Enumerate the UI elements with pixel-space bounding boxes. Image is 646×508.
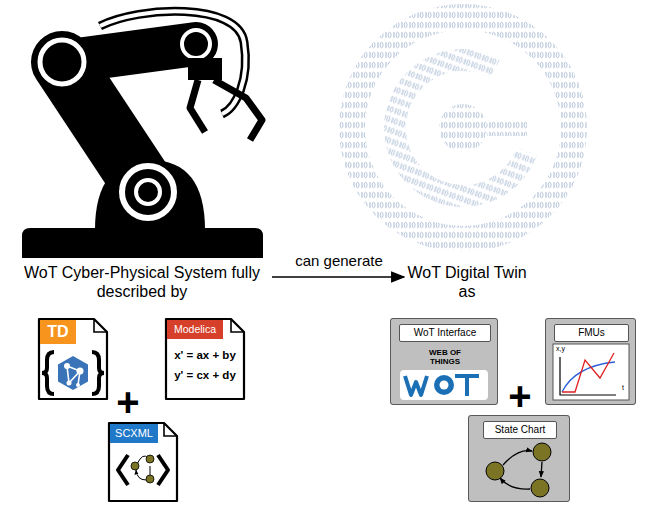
- robot-arm: [40, 40, 84, 84]
- robot-arm: [22, 228, 263, 258]
- state-chart-graphic: [486, 462, 504, 480]
- td-icon: [64, 363, 70, 369]
- wot-logo: [405, 376, 427, 395]
- fmu-chart: [553, 344, 629, 400]
- binary-twin-figure: [439, 104, 487, 152]
- wot-logo: [400, 370, 488, 400]
- robot-arm: [190, 80, 205, 132]
- robot-arm: [188, 58, 222, 80]
- plus-sign: +: [108, 384, 148, 420]
- scxml-icon: [158, 455, 168, 485]
- equation: y' = cx + dy: [165, 369, 245, 382]
- state-chart-panel: State Chart: [468, 415, 570, 502]
- plus-sign: +: [502, 378, 538, 414]
- panel-title: FMUs: [554, 324, 629, 342]
- logo-text: WEB OF THINGS: [424, 349, 466, 367]
- document-outline: [166, 319, 244, 399]
- state-chart-graphic: [541, 462, 542, 477]
- fmu-panel: FMUs x,y t: [545, 318, 636, 405]
- document-outline: [39, 319, 107, 399]
- td-icon: [58, 356, 88, 390]
- panel-title: State Chart: [483, 421, 557, 439]
- binary-twin-figure: [339, 4, 587, 252]
- scxml-document: SCXML: [108, 422, 178, 502]
- td-icon: [42, 352, 54, 394]
- panel-ground: [390, 318, 498, 405]
- wot-logo: [434, 375, 454, 395]
- panel-title: WoT Interface: [399, 324, 491, 342]
- page-fold: [164, 423, 177, 436]
- caption-text: WoT Digital Twin as: [402, 263, 532, 301]
- robot-arm: [136, 180, 160, 204]
- caption-text: can generate: [283, 252, 395, 270]
- wot-logo: [440, 381, 449, 390]
- axis-label: x,y: [556, 345, 576, 353]
- format-tab: Modelica: [167, 320, 223, 339]
- fmu-chart: [553, 344, 629, 400]
- td-document: TD: [38, 318, 108, 400]
- scxml-icon: [131, 462, 139, 470]
- panel-ground: [545, 318, 636, 405]
- scxml-icon: [118, 455, 128, 485]
- page-fold: [94, 319, 107, 332]
- robot-arm: [122, 166, 174, 218]
- td-icon: [67, 381, 72, 386]
- wot-logo: [455, 376, 479, 396]
- robot-arm: [182, 30, 210, 58]
- td-icon: [42, 352, 104, 394]
- wot-logo: [400, 370, 488, 400]
- axis-label: t: [622, 384, 630, 392]
- td-icon: [92, 352, 104, 394]
- format-tab: TD: [40, 320, 76, 344]
- state-chart-graphic: [486, 443, 551, 497]
- robot-arm: [22, 11, 263, 258]
- panel-ground: [468, 415, 570, 502]
- document-outline: [109, 423, 177, 501]
- state-chart-graphic: [500, 478, 530, 489]
- fmu-chart: [562, 353, 614, 392]
- scxml-icon: [146, 475, 154, 483]
- td-icon: [76, 383, 80, 387]
- equation: x' = ax + by: [165, 349, 245, 362]
- td-icon: [77, 368, 84, 375]
- generate-arrow: [272, 276, 404, 278]
- caption-text: WoT Cyber-Physical System fully describe…: [22, 263, 262, 301]
- modelica-document: Modelica x' = ax + by y' = cx + dy: [165, 318, 245, 400]
- binary-twin-figure: [487, 120, 527, 136]
- robot-arm: [214, 80, 262, 140]
- binary-twin-figure: [376, 41, 550, 215]
- state-chart-graphic: [503, 451, 532, 465]
- state-chart-graphic: [533, 443, 551, 461]
- binary-twin-figure: [339, 4, 587, 252]
- state-chart-graphic: [531, 479, 549, 497]
- format-tab: SCXML: [110, 424, 158, 443]
- scxml-icon: [118, 455, 168, 485]
- wot-interface-panel: WoT InterfaceWEB OF THINGS: [390, 318, 498, 405]
- page-fold: [231, 319, 244, 332]
- scxml-icon: [146, 455, 154, 463]
